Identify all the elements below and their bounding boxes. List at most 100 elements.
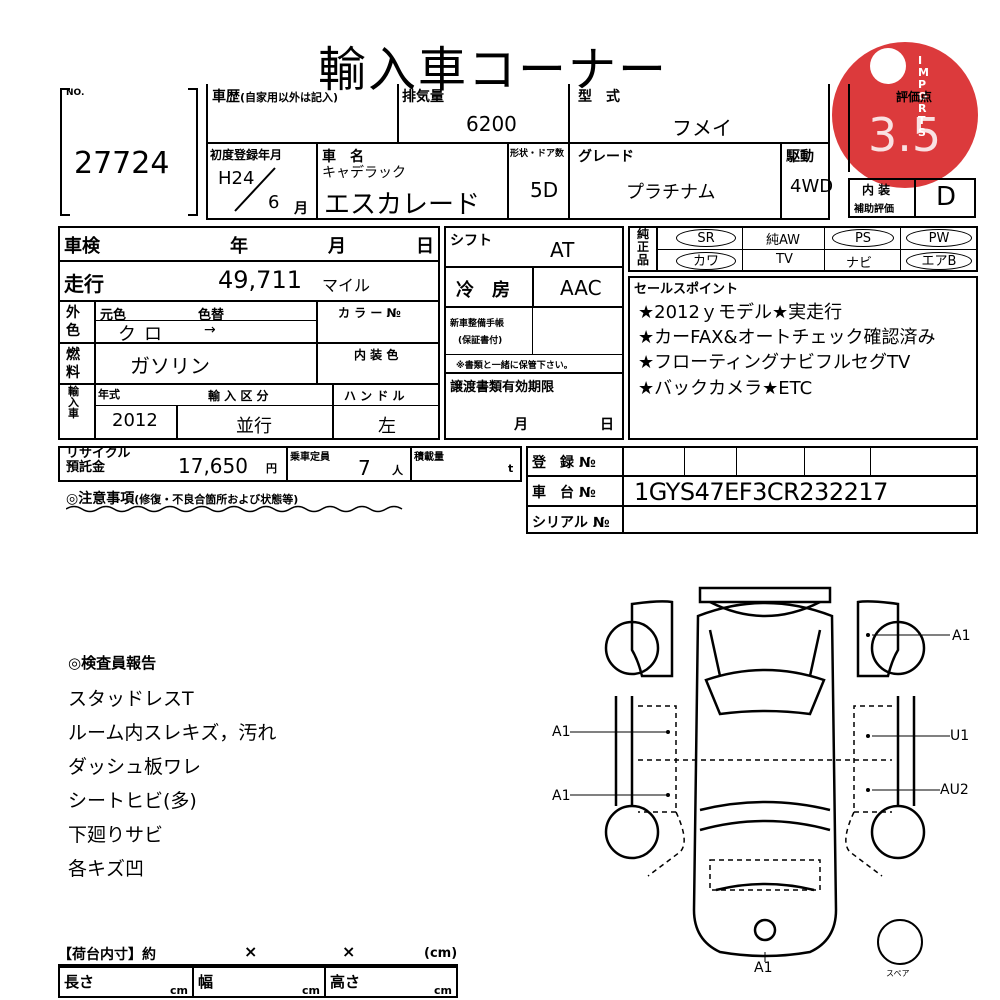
equip-navi: ナビ xyxy=(846,256,873,271)
grade-value: プラチナム xyxy=(626,182,716,203)
cargo-unit: (cm) xyxy=(424,946,458,961)
equip-aw: 純AW xyxy=(766,233,801,248)
doors-value: 5D xyxy=(530,178,559,202)
damage-right-rear: AU2 xyxy=(940,782,969,798)
shift-value: AT xyxy=(550,238,575,262)
interior-grade: D xyxy=(936,182,957,212)
sales-box xyxy=(628,276,978,440)
page-title: 輸入車コーナー xyxy=(318,42,669,98)
score-bracket xyxy=(848,84,850,172)
cargo-table xyxy=(58,966,458,998)
serial-label: シリアル № xyxy=(532,515,610,531)
maintenance-label: 新車整備手帳 xyxy=(450,319,505,329)
doors-label: 形状・ドア数 xyxy=(510,149,565,159)
reg-no-label: 登 録 № xyxy=(532,455,596,471)
shift-label: シフト xyxy=(450,233,492,249)
model-code-label: 型 式 xyxy=(578,89,620,105)
recycle-block xyxy=(58,446,522,482)
month-unit: 月 xyxy=(294,201,308,217)
report-item-2: ルーム内スレキズ，汚れ xyxy=(68,722,277,744)
mileage-unit: マイル xyxy=(322,276,371,295)
report-item-4: シートヒビ(多) xyxy=(68,790,197,812)
fuel-value: ガソリン xyxy=(130,354,210,378)
color-no-label: カ ラ ー № xyxy=(338,306,401,320)
report-item-5: 下廻りサビ xyxy=(68,824,164,846)
cargo-x2: × xyxy=(342,942,356,961)
cargo-height: 高さ xyxy=(330,973,361,991)
displacement-label: 排気量 xyxy=(402,89,444,105)
score-value: 3.5 xyxy=(868,108,942,162)
fuel-label: 燃料 xyxy=(66,347,80,381)
report-label: ◎検査員報告 xyxy=(68,654,157,672)
lot-bracket-left xyxy=(60,88,70,216)
inspection-day: 日 xyxy=(416,236,434,257)
color-outer-label: 外色 xyxy=(66,305,80,339)
sales-label: セールスポイント xyxy=(634,282,739,297)
grade-label: グレード xyxy=(578,149,634,165)
report-item-1: スタッドレスT xyxy=(68,688,194,710)
mid-block xyxy=(444,226,624,440)
damage-right-middle: U1 xyxy=(950,728,970,744)
lot-no-label: NO. xyxy=(66,88,85,98)
cargo-length: 長さ xyxy=(64,973,95,991)
maintenance-note: ※書類と一緒に保管下さい。 xyxy=(456,361,573,371)
report-item-6: 各キズ凹 xyxy=(68,858,145,880)
repaint-value: → xyxy=(204,322,216,338)
chassis-label: 車 台 № xyxy=(532,485,596,501)
equip-leather: カワ xyxy=(676,252,736,270)
equip-airbag: エアB xyxy=(906,252,972,270)
ac-value: AAC xyxy=(560,276,602,300)
first-reg-slash xyxy=(234,167,276,212)
spare-label: スペア xyxy=(886,969,910,978)
capacity-value: 7 xyxy=(358,456,371,480)
mileage-value: 49,711 xyxy=(218,266,302,294)
caution-underline xyxy=(66,505,403,513)
header-block xyxy=(206,84,830,220)
transfer-month: 月 xyxy=(514,417,528,433)
import-label: 輸入車 xyxy=(68,385,79,420)
chassis-value: 1GYS47EF3CR232217 xyxy=(634,478,888,506)
recycle-label: リサイクル預託金 xyxy=(66,446,131,475)
stamp-hole xyxy=(870,48,906,84)
inspection-label: 車検 xyxy=(64,236,100,257)
lot-no: 27724 xyxy=(74,146,170,181)
load-label: 積載量 xyxy=(414,452,444,463)
damage-rear: A1 xyxy=(754,960,773,976)
repaint-label: 色替 xyxy=(198,308,225,323)
cargo-length-unit: cm xyxy=(170,984,188,997)
model-year-label: 年式 xyxy=(98,388,120,401)
orig-color-label: 元色 xyxy=(100,308,127,323)
car-name-label: 車 名 xyxy=(322,149,364,165)
spec-block xyxy=(58,226,440,440)
cargo-height-unit: cm xyxy=(434,984,452,997)
mileage-label: 走行 xyxy=(64,272,104,296)
inspection-year: 年 xyxy=(230,236,248,257)
handle-value: 左 xyxy=(378,416,396,437)
damage-left-middle: A1 xyxy=(552,724,571,740)
equip-ps: PS xyxy=(832,229,894,247)
ton-unit: t xyxy=(508,462,514,475)
person-unit: 人 xyxy=(392,464,403,477)
score-label: 評価点 xyxy=(896,90,933,104)
equip-pw: PW xyxy=(906,229,972,247)
displacement-value: 6200 xyxy=(466,112,517,136)
capacity-label: 乗車定員 xyxy=(290,452,330,463)
first-reg-label: 初度登録年月 xyxy=(210,148,283,162)
yen-unit: 円 xyxy=(266,462,277,475)
equip-label: 純正品 xyxy=(637,227,650,267)
equip-sr: SR xyxy=(676,229,736,247)
cargo-label: 【荷台内寸】約 xyxy=(58,947,156,963)
caution-label: ◎注意事項(修復・不良合箇所および状態等) xyxy=(66,491,299,507)
ac-label: 冷 房 xyxy=(456,280,510,301)
transfer-day: 日 xyxy=(600,417,614,433)
maintenance-sub: (保証書付) xyxy=(458,336,503,346)
maker: キャデラック xyxy=(322,165,406,181)
lot-bracket-right xyxy=(188,88,198,216)
report-item-3: ダッシュ板ワレ xyxy=(68,756,202,778)
recycle-value: 17,650 xyxy=(178,454,248,478)
sales-point-2: ★カーFAX&オートチェック確認済み xyxy=(638,327,936,348)
damage-right-front: A1 xyxy=(952,628,971,644)
sales-point-1: ★2012ｙモデル★実走行 xyxy=(638,302,843,323)
model-code-value: フメイ xyxy=(672,116,732,140)
interior-label: 内 装 xyxy=(862,183,891,197)
